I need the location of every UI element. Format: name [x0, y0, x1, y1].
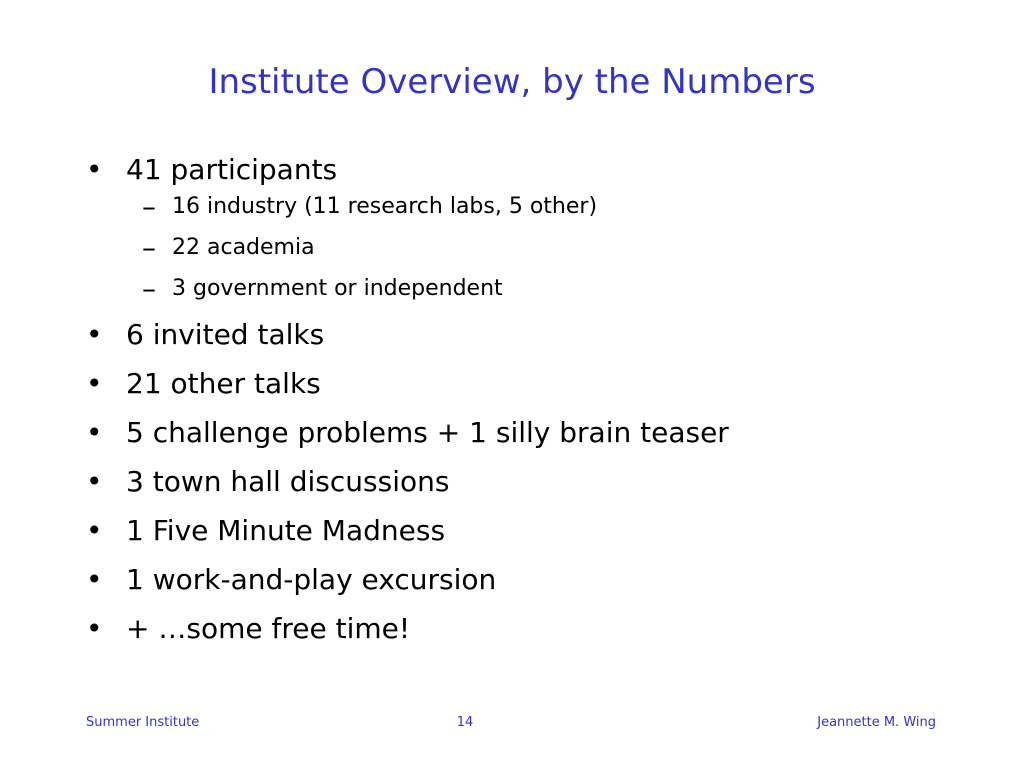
sub-bullet-marker: – — [142, 190, 156, 223]
bullet-marker: • — [86, 563, 103, 596]
bullet-item: • 21 other talks — [86, 364, 986, 404]
sub-bullet-item: – 3 government or independent — [136, 274, 986, 304]
bullet-list: • 41 participants – 16 industry (11 rese… — [86, 150, 986, 658]
bullet-item: • 1 Five Minute Madness — [86, 511, 986, 551]
bullet-item: • 41 participants – 16 industry (11 rese… — [86, 150, 986, 304]
bullet-marker: • — [86, 318, 103, 351]
bullet-marker: • — [86, 465, 103, 498]
footer-event-name: Summer Institute — [86, 715, 200, 730]
sub-bullet-text: 16 industry (11 research labs, 5 other) — [172, 194, 598, 219]
bullet-marker: • — [86, 514, 103, 547]
bullet-text: 5 challenge problems + 1 silly brain tea… — [126, 416, 729, 449]
bullet-item: • 3 town hall discussions — [86, 462, 986, 502]
footer-page-number: 14 — [456, 715, 474, 730]
footer-author: Jeannette M. Wing — [817, 715, 936, 730]
sub-bullet-list: – 16 industry (11 research labs, 5 other… — [126, 192, 986, 304]
bullet-text: 3 town hall discussions — [126, 465, 450, 498]
bullet-item: • 1 work-and-play excursion — [86, 560, 986, 600]
bullet-item: • + …some free time! — [86, 609, 986, 649]
bullet-marker: • — [86, 612, 103, 645]
sub-bullet-item: – 16 industry (11 research labs, 5 other… — [136, 192, 986, 222]
bullet-text: 41 participants — [126, 153, 338, 186]
bullet-item: • 6 invited talks — [86, 315, 986, 355]
bullet-marker: • — [86, 416, 103, 449]
sub-bullet-marker: – — [142, 272, 156, 305]
bullet-text: 1 Five Minute Madness — [126, 514, 446, 547]
bullet-text: 1 work-and-play excursion — [126, 563, 497, 596]
slide-title: Institute Overview, by the Numbers — [208, 62, 816, 102]
sub-bullet-text: 22 academia — [172, 235, 315, 260]
bullet-marker: • — [86, 367, 103, 400]
bullet-item: • 5 challenge problems + 1 silly brain t… — [86, 413, 986, 453]
bullet-text: + …some free time! — [126, 612, 411, 645]
bullet-text: 21 other talks — [126, 367, 321, 400]
sub-bullet-marker: – — [142, 231, 156, 264]
sub-bullet-item: – 22 academia — [136, 233, 986, 263]
bullet-marker: • — [86, 153, 103, 186]
sub-bullet-text: 3 government or independent — [172, 276, 503, 301]
bullet-text: 6 invited talks — [126, 318, 325, 351]
